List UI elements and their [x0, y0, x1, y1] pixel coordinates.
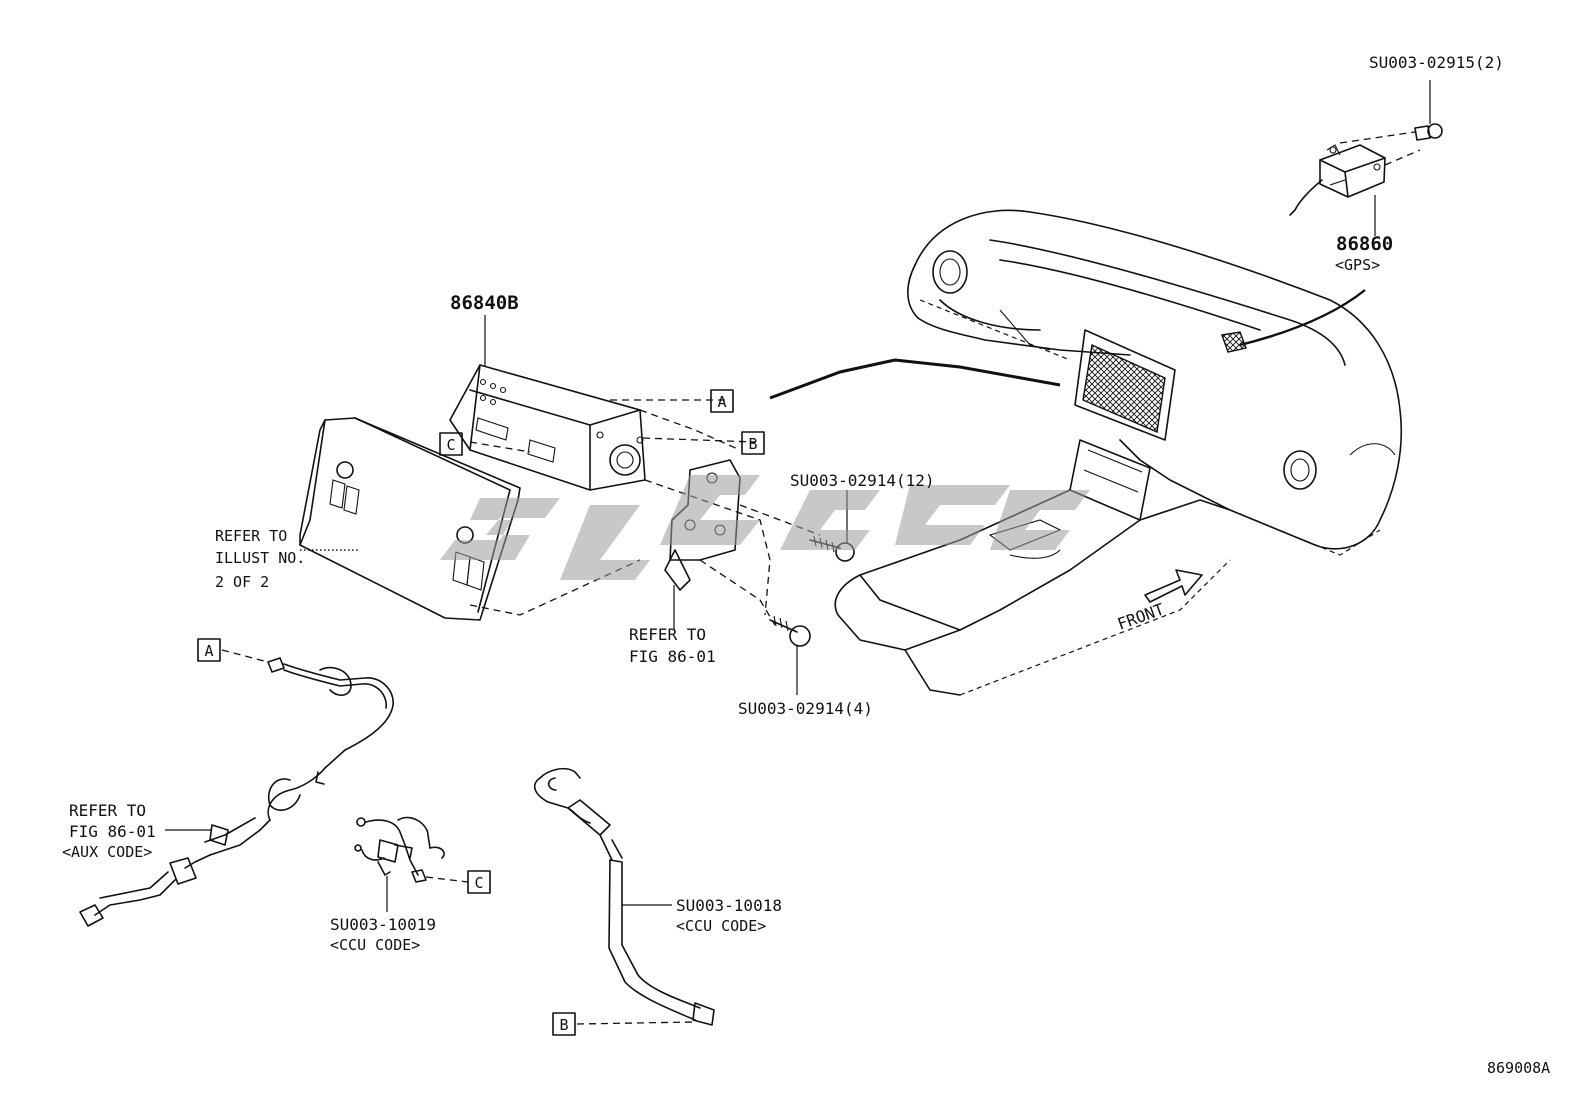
callout-box-c-top: C	[439, 432, 463, 456]
refer-fig-bracket-note: REFER TO FIG 86-01	[629, 625, 716, 666]
svg-text:C: C	[446, 436, 455, 454]
svg-text:C: C	[474, 874, 483, 892]
callout-box-b-cable: B	[552, 1012, 576, 1036]
figure-id: 869008A	[1487, 1059, 1550, 1077]
ccu-cable-b	[533, 767, 715, 1026]
svg-text:B: B	[748, 435, 757, 453]
svg-text:FIG 86-01: FIG 86-01	[69, 822, 156, 841]
svg-text:ILLUST NO.: ILLUST NO.	[215, 549, 305, 567]
callout-box-b-top: B	[741, 431, 765, 455]
screw-12-label: SU003-02914(12)	[790, 471, 935, 490]
callout-box-a-harness: A	[197, 638, 221, 662]
gps-antenna	[1289, 80, 1443, 236]
screw-4-label: SU003-02914(4)	[738, 699, 873, 718]
screw-4	[769, 615, 811, 695]
svg-text:A: A	[204, 642, 213, 660]
watermark-logo	[440, 475, 1090, 580]
front-label: FRONT	[1115, 599, 1167, 633]
harness-c-code: <CCU CODE>	[330, 936, 420, 954]
callout-box-a-top: A	[710, 389, 734, 413]
main-unit-label: 86840B	[450, 292, 519, 314]
main-unit-86840b	[449, 315, 646, 491]
svg-text:REFER TO: REFER TO	[629, 625, 706, 644]
svg-text:B: B	[559, 1016, 568, 1034]
gps-code-label: <GPS>	[1335, 256, 1380, 274]
svg-text:<AUX CODE>: <AUX CODE>	[62, 843, 152, 861]
svg-text:REFER TO: REFER TO	[69, 801, 146, 820]
svg-text:FIG 86-01: FIG 86-01	[629, 647, 716, 666]
gps-part-label: 86860	[1336, 233, 1393, 255]
dashboard-outline	[769, 209, 1403, 696]
harness-c-label: SU003-10019	[330, 915, 436, 934]
refer-illust-note: REFER TO ILLUST NO. 2 OF 2	[215, 527, 305, 591]
screw-top-label: SU003-02915(2)	[1369, 53, 1504, 72]
svg-text:A: A	[717, 393, 726, 411]
refer-fig-aux-note: REFER TO FIG 86-01 <AUX CODE>	[62, 801, 156, 861]
ccu-harness-c	[354, 816, 469, 912]
aux-harness	[79, 649, 394, 927]
cable-b-code: <CCU CODE>	[676, 917, 766, 935]
callout-box-c-harness: C	[467, 870, 491, 894]
cable-b-label: SU003-10018	[676, 896, 782, 915]
svg-text:2 OF 2: 2 OF 2	[215, 573, 269, 591]
svg-text:REFER TO: REFER TO	[215, 527, 287, 545]
